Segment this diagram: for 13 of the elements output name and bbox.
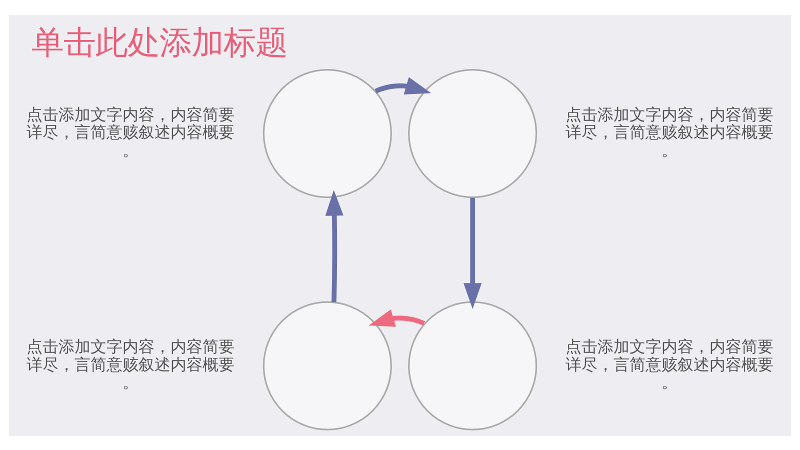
node-circle [262, 300, 392, 430]
arrow [368, 308, 426, 326]
node-label: 点击添加文字内容，内容简要详尽，言简意赅叙述内容概要。 [565, 104, 774, 159]
node-label: 点击添加文字内容，内容简要详尽，言简意赅叙述内容概要。 [565, 336, 774, 392]
node-circle [408, 68, 538, 198]
node-circle [408, 300, 538, 430]
node-label: 点击添加文字内容，内容简要详尽，言简意赅叙述内容概要。 [26, 104, 235, 159]
node-circle [262, 68, 392, 198]
arrow [325, 189, 344, 302]
node-label: 点击添加文字内容，内容简要详尽，言简意赅叙述内容概要。 [26, 336, 235, 392]
arrow [374, 76, 432, 94]
diagram-title: 单击此处添加标题 [32, 23, 288, 62]
arrow [464, 197, 482, 309]
